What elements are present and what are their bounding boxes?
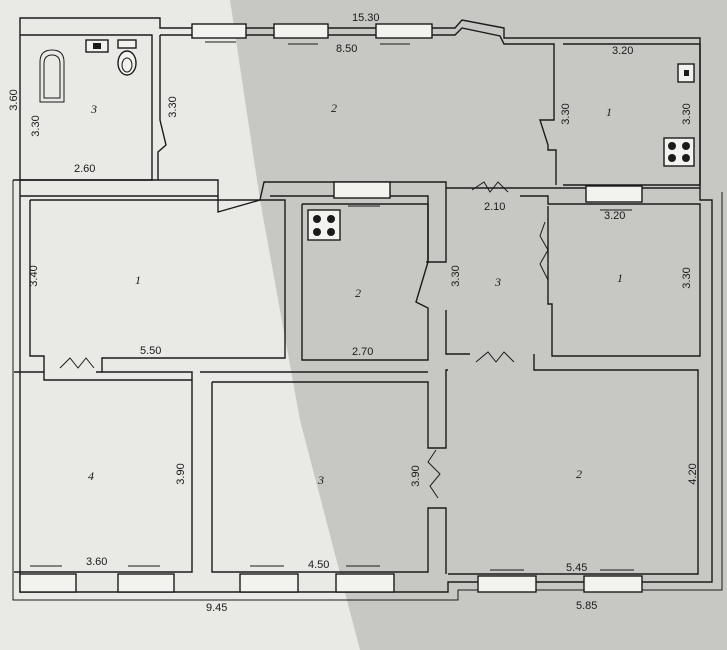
room-number-bottom-mid: 3 [317, 473, 324, 487]
dim-mid-right-height: 3.30 [681, 267, 693, 288]
dim-top-right-height-right: 3.30 [681, 103, 693, 124]
dim-outer-left-height: 3.60 [8, 89, 20, 110]
room-number-bottom-right: 2 [576, 467, 582, 481]
windows [19, 23, 643, 593]
dim-big-left-height: 3.40 [28, 265, 40, 286]
small-sink-icon [677, 63, 695, 83]
dim-bottom-left-width: 9.45 [206, 602, 227, 614]
room-number-corridor: 3 [494, 275, 501, 289]
room-number-big-left: 1 [135, 273, 141, 287]
dim-bottom-right-room-width: 5.45 [566, 562, 587, 574]
toilet-icon [117, 39, 137, 76]
dim-bottom-left-height: 3.90 [175, 463, 187, 484]
dim-bottom-left-room-width: 3.60 [86, 556, 107, 568]
dim-bottom-right-width: 5.85 [576, 600, 597, 612]
dim-big-left-width: 5.50 [140, 345, 161, 357]
sink-icon [85, 39, 109, 53]
dim-top-right-width: 3.20 [612, 45, 633, 57]
dim-mid-right-width: 3.20 [604, 210, 625, 222]
stove-icon-kitchen [307, 209, 341, 241]
doors [59, 181, 549, 499]
room-number-bottom-left: 4 [88, 469, 94, 483]
dim-bathroom-width: 2.60 [74, 163, 95, 175]
dim-top-right-height-left: 3.30 [560, 103, 572, 124]
shadow-overlay [230, 0, 727, 650]
room-numbers: 3 2 1 1 2 3 1 4 3 2 [88, 101, 623, 487]
dim-bottom-right-height: 4.20 [687, 463, 699, 484]
fixtures [39, 39, 695, 241]
dim-corridor-door: 2.10 [484, 201, 505, 213]
dim-top-hall-width: 8.50 [336, 43, 357, 55]
dim-corridor-height: 3.30 [450, 265, 462, 286]
room-number-kitchen: 2 [355, 286, 361, 300]
dim-kitchen-width: 2.70 [352, 346, 373, 358]
bathtub-icon [39, 49, 65, 103]
dimension-labels: 15.30 3.60 8.50 3.30 2.60 3.30 3.20 3.30… [8, 12, 699, 614]
stove-icon-top-right [663, 137, 695, 167]
dim-bathroom-door-side: 3.30 [167, 96, 179, 117]
dim-bottom-mid-height: 3.90 [410, 465, 422, 486]
room-number-top-right: 1 [606, 105, 612, 119]
dim-bottom-mid-width: 4.50 [308, 559, 329, 571]
interior-walls [13, 27, 701, 575]
room-number-mid-right: 1 [617, 271, 623, 285]
room-number-bathroom: 3 [90, 102, 97, 116]
dim-outer-top-width: 15.30 [352, 12, 380, 24]
room-number-top-hall: 2 [331, 101, 337, 115]
dim-bathroom-height: 3.30 [30, 115, 42, 136]
